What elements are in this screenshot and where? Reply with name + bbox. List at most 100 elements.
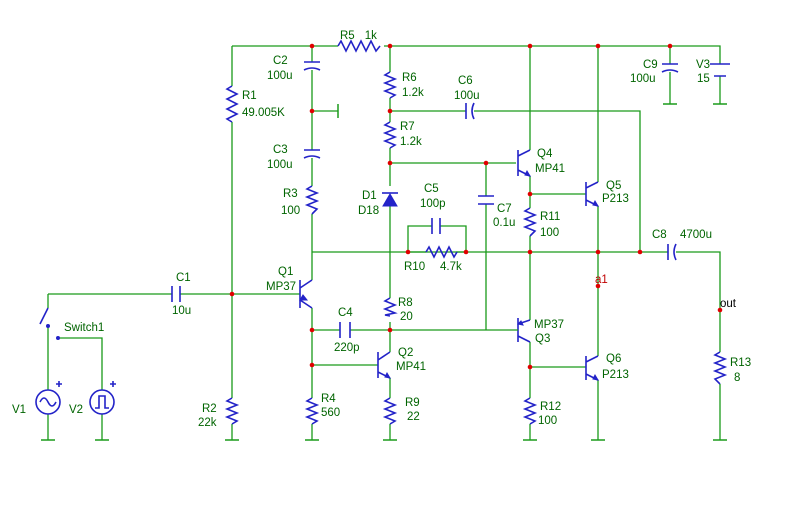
- resistor-r7: [382, 121, 398, 149]
- capacitor-c1: [171, 286, 181, 302]
- wires: [47, 45, 721, 440]
- label-r10-name: R10: [404, 261, 425, 273]
- label-c7-name: C7: [497, 203, 512, 215]
- capacitor-c8: [667, 243, 677, 261]
- wire-mid-rail: [312, 251, 721, 352]
- net-label-out: out: [720, 298, 737, 310]
- label-r6-name: R6: [402, 72, 417, 84]
- resistor-r12: [522, 397, 538, 425]
- label-c3-name: C3: [273, 144, 288, 156]
- capacitor-c6: [465, 102, 475, 120]
- junction-nodes: [229, 43, 723, 370]
- label-q4-value: MP41: [535, 163, 565, 175]
- label-q1-name: Q1: [278, 266, 293, 278]
- source-v1: [35, 381, 62, 415]
- label-c2-name: C2: [273, 55, 288, 67]
- transistor-q5: [585, 181, 600, 207]
- label-r4-name: R4: [321, 393, 336, 405]
- label-r12-name: R12: [540, 401, 561, 413]
- resistor-r5: [337, 39, 381, 53]
- label-r10-value: 4.7k: [440, 261, 462, 273]
- label-c2-value: 100u: [267, 70, 293, 82]
- capacitor-c7: [478, 195, 494, 205]
- label-q3-name: Q3: [535, 333, 550, 345]
- label-c5-value: 100p: [420, 198, 446, 210]
- label-r3-name: R3: [283, 188, 298, 200]
- label-c8-value: 4700u: [680, 229, 712, 241]
- label-v2: V2: [69, 404, 83, 416]
- label-c6-value: 100u: [454, 90, 480, 102]
- capacitor-c4: [339, 322, 351, 338]
- transistor-q1: [299, 279, 313, 309]
- label-c9-value: 100u: [630, 73, 656, 85]
- label-c4-name: C4: [338, 307, 353, 319]
- label-r1-value: 49.005K: [242, 107, 285, 119]
- label-c9-name: C9: [643, 59, 658, 71]
- transistor-q4: [517, 149, 532, 177]
- resistor-r4: [304, 397, 320, 425]
- transistor-q6: [585, 355, 600, 381]
- label-q4-name: Q4: [537, 148, 553, 160]
- label-v1: V1: [12, 404, 26, 416]
- label-c3-value: 100u: [267, 159, 293, 171]
- transistor-q2: [377, 351, 392, 379]
- label-r8-name: R8: [398, 297, 413, 309]
- resistor-r8: [382, 297, 398, 317]
- label-r11-name: R11: [540, 211, 560, 223]
- resistor-r1: [225, 85, 239, 123]
- label-r2-value: 22k: [198, 417, 217, 429]
- resistor-r6: [382, 71, 398, 99]
- label-d1-value: D18: [358, 205, 379, 217]
- source-v2: [89, 381, 116, 415]
- label-r8-value: 20: [400, 311, 413, 323]
- resistor-r13: [712, 351, 728, 385]
- resistor-r9: [382, 397, 398, 425]
- ground-symbols: [41, 103, 727, 441]
- label-r9-value: 22: [407, 411, 420, 423]
- label-r3-value: 100: [281, 205, 300, 217]
- label-q2-name: Q2: [398, 347, 413, 359]
- diode-d1: [382, 192, 398, 207]
- transistor-q3: [486, 318, 531, 343]
- label-r6-value: 1.2k: [402, 87, 424, 99]
- capacitor-c9: [661, 63, 679, 73]
- label-c8-name: C8: [652, 229, 667, 241]
- label-c1-value: 10u: [172, 305, 191, 317]
- capacitor-c5: [431, 218, 441, 234]
- label-r12-value: 100: [538, 415, 557, 427]
- battery-v3: [710, 63, 730, 77]
- resistor-r2: [224, 397, 240, 425]
- wire-top-right: [384, 45, 721, 64]
- label-d1-name: D1: [362, 190, 377, 202]
- label-q6-name: Q6: [606, 353, 621, 365]
- label-c7-value: 0.1u: [493, 217, 515, 229]
- label-r1-name: R1: [242, 90, 257, 102]
- resistor-r11: [522, 207, 538, 237]
- net-label-a1: a1: [595, 274, 608, 286]
- label-c4-value: 220p: [334, 342, 360, 354]
- label-r4-value: 560: [321, 407, 340, 419]
- label-r2-name: R2: [202, 403, 217, 415]
- label-v3-name: V3: [696, 59, 710, 71]
- label-r13-value: 8: [734, 372, 740, 384]
- label-c6-name: C6: [458, 75, 473, 87]
- resistor-r3: [304, 185, 320, 215]
- capacitor-c2: [303, 61, 321, 71]
- capacitors: [171, 61, 679, 338]
- label-q2-value: MP41: [396, 361, 426, 373]
- capacitor-c3: [303, 149, 321, 159]
- label-q3-value: MP37: [534, 319, 564, 331]
- label-c5-name: C5: [424, 183, 439, 195]
- label-r13-name: R13: [730, 357, 751, 369]
- label-r11-value: 100: [540, 227, 559, 239]
- label-c1-name: C1: [176, 272, 191, 284]
- resistor-r10: [425, 245, 458, 259]
- label-q1-value: MP37: [266, 281, 296, 293]
- label-r7-name: R7: [400, 121, 415, 133]
- label-r9-name: R9: [405, 397, 420, 409]
- label-q6-value: P213: [602, 369, 629, 381]
- switch1: [39, 307, 60, 340]
- wire-c6: [390, 110, 641, 252]
- label-r7-value: 1.2k: [400, 136, 422, 148]
